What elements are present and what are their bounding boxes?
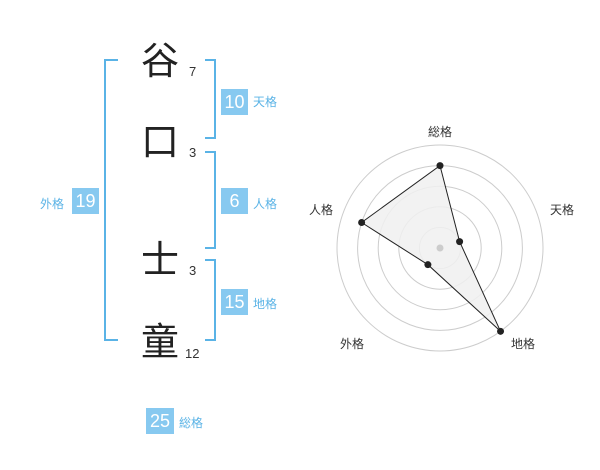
- chikaku-label: 地格: [253, 297, 278, 311]
- name-char-2-strokes: 3: [189, 145, 197, 160]
- tenkaku-label: 天格: [253, 95, 278, 109]
- name-char-1-strokes: 7: [189, 64, 197, 79]
- name-char-1: 谷: [141, 39, 180, 83]
- radar-label-soukaku: 総格: [428, 125, 453, 139]
- name-char-3-strokes: 3: [189, 263, 197, 278]
- radar-center-dot: [436, 244, 444, 252]
- radar-point-2: [456, 238, 464, 246]
- name-char-4: 童: [141, 320, 180, 364]
- jinkaku-label: 人格: [253, 197, 278, 211]
- tenkaku-value-badge: 10: [221, 89, 248, 115]
- chikaku-bracket: [205, 259, 216, 341]
- gaikaku-label: 外格: [40, 197, 65, 211]
- radar-point-5: [358, 219, 366, 227]
- radar-polygon: [360, 164, 501, 332]
- gaikaku-value-badge: 19: [72, 188, 99, 214]
- jinkaku-value-badge: 6: [221, 188, 248, 214]
- radar-ring-5: [336, 144, 544, 352]
- tenkaku-bracket: [205, 59, 216, 139]
- radar-label-tenkaku: 天格: [550, 203, 575, 217]
- radar-label-chikaku: 地格: [511, 337, 536, 351]
- name-char-2: 口: [141, 120, 180, 164]
- name-char-4-strokes: 12: [185, 346, 200, 361]
- soukaku-value-badge: 25: [146, 408, 174, 434]
- radar-point-1: [436, 162, 444, 170]
- chikaku-value-badge: 15: [221, 289, 248, 315]
- jinkaku-bracket: [205, 151, 216, 249]
- gaikaku-bracket: [104, 59, 118, 341]
- radar-label-jinkaku: 人格: [309, 203, 334, 217]
- radar-label-gaikaku: 外格: [340, 337, 365, 351]
- radar-point-4: [424, 261, 432, 269]
- soukaku-label: 総格: [179, 416, 204, 430]
- name-char-3: 士: [141, 238, 180, 282]
- radar-point-3: [497, 327, 505, 335]
